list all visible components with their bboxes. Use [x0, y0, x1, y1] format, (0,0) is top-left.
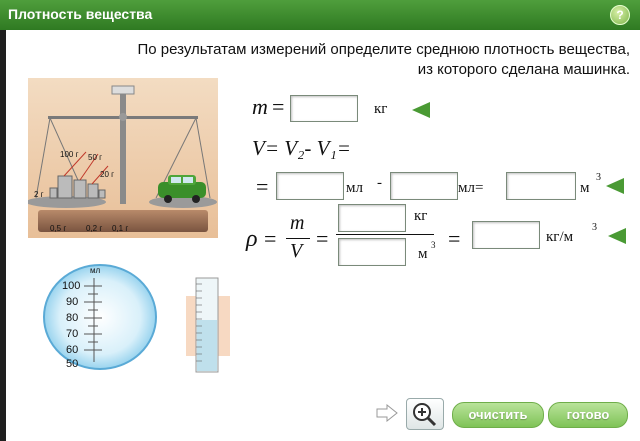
fraction-line-mv — [286, 238, 310, 239]
weight-label-100g: 100 г — [60, 150, 79, 159]
density-denominator-unit: м — [418, 246, 428, 262]
volume-equals: = — [256, 174, 269, 199]
beaker-tick-80: 80 — [66, 312, 79, 324]
instruction-text: По результатам измерений определите сред… — [40, 40, 630, 80]
fraction-m: m — [290, 212, 305, 234]
density-numerator-unit: кг — [414, 208, 428, 224]
volume-formula: V= V₂- V₁= — [252, 136, 351, 160]
volume-result-unit: м — [580, 180, 590, 196]
volume-v2-input[interactable] — [276, 172, 344, 200]
balance-scale-illustration — [28, 78, 218, 238]
density-result-unit: кг/м — [546, 229, 574, 245]
magnifier-icon — [413, 403, 437, 427]
density-symbol: ρ — [246, 226, 258, 252]
beaker-unit: мл — [90, 266, 101, 275]
density-equals-1: = — [264, 226, 277, 251]
density-equals-3: = — [448, 226, 461, 251]
density-denominator-input[interactable] — [338, 238, 406, 266]
next-arrow-icon[interactable] — [376, 404, 398, 422]
mass-input[interactable] — [290, 95, 358, 122]
weight-label-0-2g: 0,2 г — [86, 224, 103, 233]
weight-labels: 100 г 50 г 20 г 2 г 0,5 г 0,2 г 0,1 г — [28, 78, 218, 238]
mass-unit: кг — [374, 101, 388, 117]
density-hint-arrow[interactable] — [608, 228, 626, 244]
beaker-tick-60: 60 — [66, 344, 79, 356]
weight-label-20g: 20 г — [100, 170, 115, 179]
weight-label-50g: 50 г — [88, 153, 103, 162]
weight-label-0-5g: 0,5 г — [50, 224, 67, 233]
mass-symbol: m — [252, 94, 268, 119]
volume-result-cube: 3 — [596, 172, 601, 183]
mass-hint-arrow[interactable] — [412, 102, 430, 118]
instruction-line-2: из которого сделана машинка. — [417, 61, 630, 78]
volume-hint-arrow[interactable] — [606, 178, 624, 194]
weight-label-2g: 2 г — [34, 190, 44, 199]
help-button[interactable]: ? — [610, 5, 630, 25]
beaker-tick-70: 70 — [66, 328, 79, 340]
volume-minus: - — [377, 175, 382, 191]
density-fraction-line — [336, 234, 434, 235]
volume-v1-unit: мл= — [458, 180, 484, 196]
density-result-input[interactable] — [472, 221, 540, 249]
left-frame-edge — [0, 30, 6, 441]
mass-equals: = — [272, 94, 285, 119]
beaker-tick-100: 100 — [62, 280, 81, 292]
title-bar: Плотность вещества ? — [0, 0, 640, 30]
beaker-zoom-labels: мл 100 90 80 70 60 50 — [40, 262, 160, 372]
window-title: Плотность вещества — [8, 6, 153, 22]
clear-button[interactable]: очистить — [452, 402, 544, 428]
weight-label-0-1g: 0,1 г — [112, 224, 129, 233]
instruction-line-1: По результатам измерений определите сред… — [137, 41, 630, 58]
zoom-button[interactable] — [406, 398, 444, 430]
volume-result-input[interactable] — [506, 172, 576, 200]
density-equals-2: = — [316, 226, 329, 251]
beaker-tick-50: 50 — [66, 358, 79, 370]
volume-v1-input[interactable] — [390, 172, 458, 200]
density-numerator-input[interactable] — [338, 204, 406, 232]
beaker-zoom-illustration — [43, 264, 157, 370]
density-denominator-cube: 3 — [431, 240, 436, 250]
fraction-V: V — [290, 240, 303, 262]
measuring-cylinder — [186, 277, 230, 373]
density-result-cube: 3 — [592, 222, 597, 233]
beaker-tick-90: 90 — [66, 296, 79, 308]
volume-v2-unit: мл — [346, 180, 363, 196]
done-button[interactable]: готово — [548, 402, 628, 428]
